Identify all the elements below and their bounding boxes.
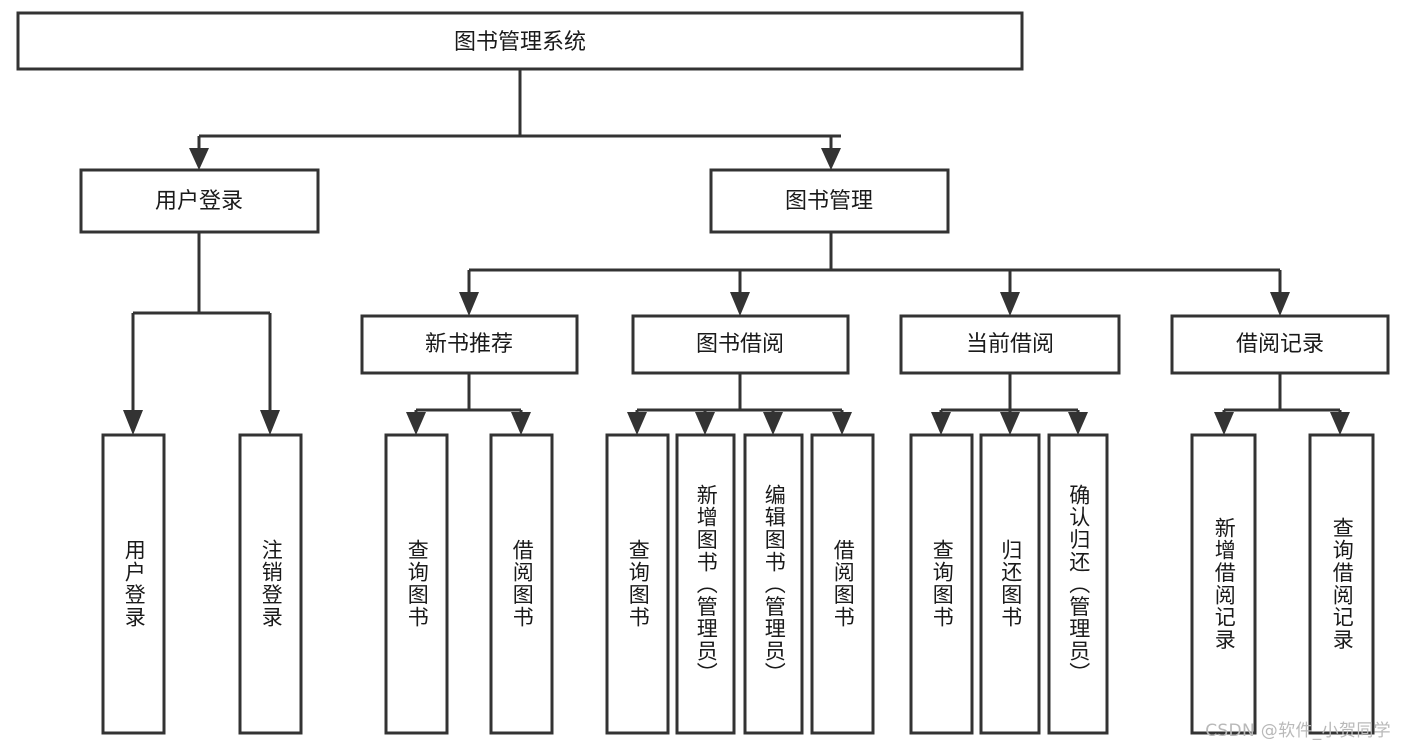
arrow-to-leaf-1 bbox=[123, 410, 143, 435]
node-current-box[interactable] bbox=[899, 314, 1121, 375]
arrow-to-bookmgmt bbox=[821, 148, 841, 170]
arrow-to-leaf-10 bbox=[1000, 412, 1020, 435]
node-login[interactable]: 用户登录 bbox=[79, 168, 320, 234]
node-leaf-9-box[interactable] bbox=[909, 433, 974, 735]
arrow-to-records bbox=[1270, 292, 1290, 316]
node-leaf-6-box[interactable] bbox=[675, 433, 736, 735]
node-leaf-7-box[interactable] bbox=[743, 433, 804, 735]
node-bookmgmt[interactable]: 图书管理 bbox=[709, 168, 950, 234]
arrow-to-leaf-6 bbox=[695, 412, 715, 435]
node-records[interactable]: 借阅记录 bbox=[1170, 314, 1390, 375]
node-newbook-box[interactable] bbox=[360, 314, 579, 375]
arrow-to-leaf-4 bbox=[511, 412, 531, 435]
node-newbook-label: 新书推荐 bbox=[425, 332, 513, 357]
node-login-label: 用户登录 bbox=[155, 189, 243, 214]
node-leaf-4-box[interactable] bbox=[489, 433, 554, 735]
node-borrow[interactable]: 图书借阅 bbox=[631, 314, 850, 375]
node-leaf-12-box[interactable] bbox=[1190, 433, 1257, 735]
node-leaf-1-box[interactable] bbox=[101, 433, 166, 735]
node-leaf-2-box[interactable] bbox=[238, 433, 303, 735]
arrow-to-leaf-13 bbox=[1330, 412, 1350, 435]
node-borrow-box[interactable] bbox=[631, 314, 850, 375]
arrow-to-newbook bbox=[459, 292, 479, 316]
connector-layer bbox=[123, 69, 1350, 435]
node-newbook[interactable]: 新书推荐 bbox=[360, 314, 579, 375]
arrow-to-borrow bbox=[730, 292, 750, 316]
node-login-box[interactable] bbox=[79, 168, 320, 234]
node-current[interactable]: 当前借阅 bbox=[899, 314, 1121, 375]
arrow-to-leaf-7 bbox=[763, 412, 783, 435]
arrow-to-leaf-8 bbox=[832, 412, 852, 435]
arrow-to-leaf-2 bbox=[260, 410, 280, 435]
node-leaf-3-box[interactable] bbox=[384, 433, 449, 735]
node-root[interactable]: 图书管理系统 bbox=[16, 11, 1024, 71]
node-root-label: 图书管理系统 bbox=[454, 30, 586, 55]
node-leaf-5-box[interactable] bbox=[605, 433, 670, 735]
node-records-box[interactable] bbox=[1170, 314, 1390, 375]
node-leaf-11-box[interactable] bbox=[1047, 433, 1109, 735]
arrow-to-leaf-9 bbox=[931, 412, 951, 435]
node-bookmgmt-box[interactable] bbox=[709, 168, 950, 234]
csdn-watermark: CSDN @软件_小贺同学 bbox=[1205, 721, 1391, 741]
arrow-to-leaf-3 bbox=[406, 412, 426, 435]
node-records-label: 借阅记录 bbox=[1236, 332, 1324, 357]
node-leaf-10-box[interactable] bbox=[979, 433, 1041, 735]
node-current-label: 当前借阅 bbox=[966, 332, 1054, 357]
node-borrow-label: 图书借阅 bbox=[696, 332, 784, 357]
arrow-to-current bbox=[1000, 292, 1020, 316]
leaf-box-layer bbox=[101, 433, 1375, 735]
node-leaf-13-box[interactable] bbox=[1308, 433, 1375, 735]
arrow-to-leaf-11 bbox=[1068, 412, 1088, 435]
arrow-to-login bbox=[189, 148, 209, 170]
arrow-to-leaf-12 bbox=[1214, 412, 1234, 435]
arrow-to-leaf-5 bbox=[627, 412, 647, 435]
node-leaf-8-box[interactable] bbox=[810, 433, 875, 735]
node-root-box[interactable] bbox=[16, 11, 1024, 71]
node-bookmgmt-label: 图书管理 bbox=[785, 189, 873, 214]
